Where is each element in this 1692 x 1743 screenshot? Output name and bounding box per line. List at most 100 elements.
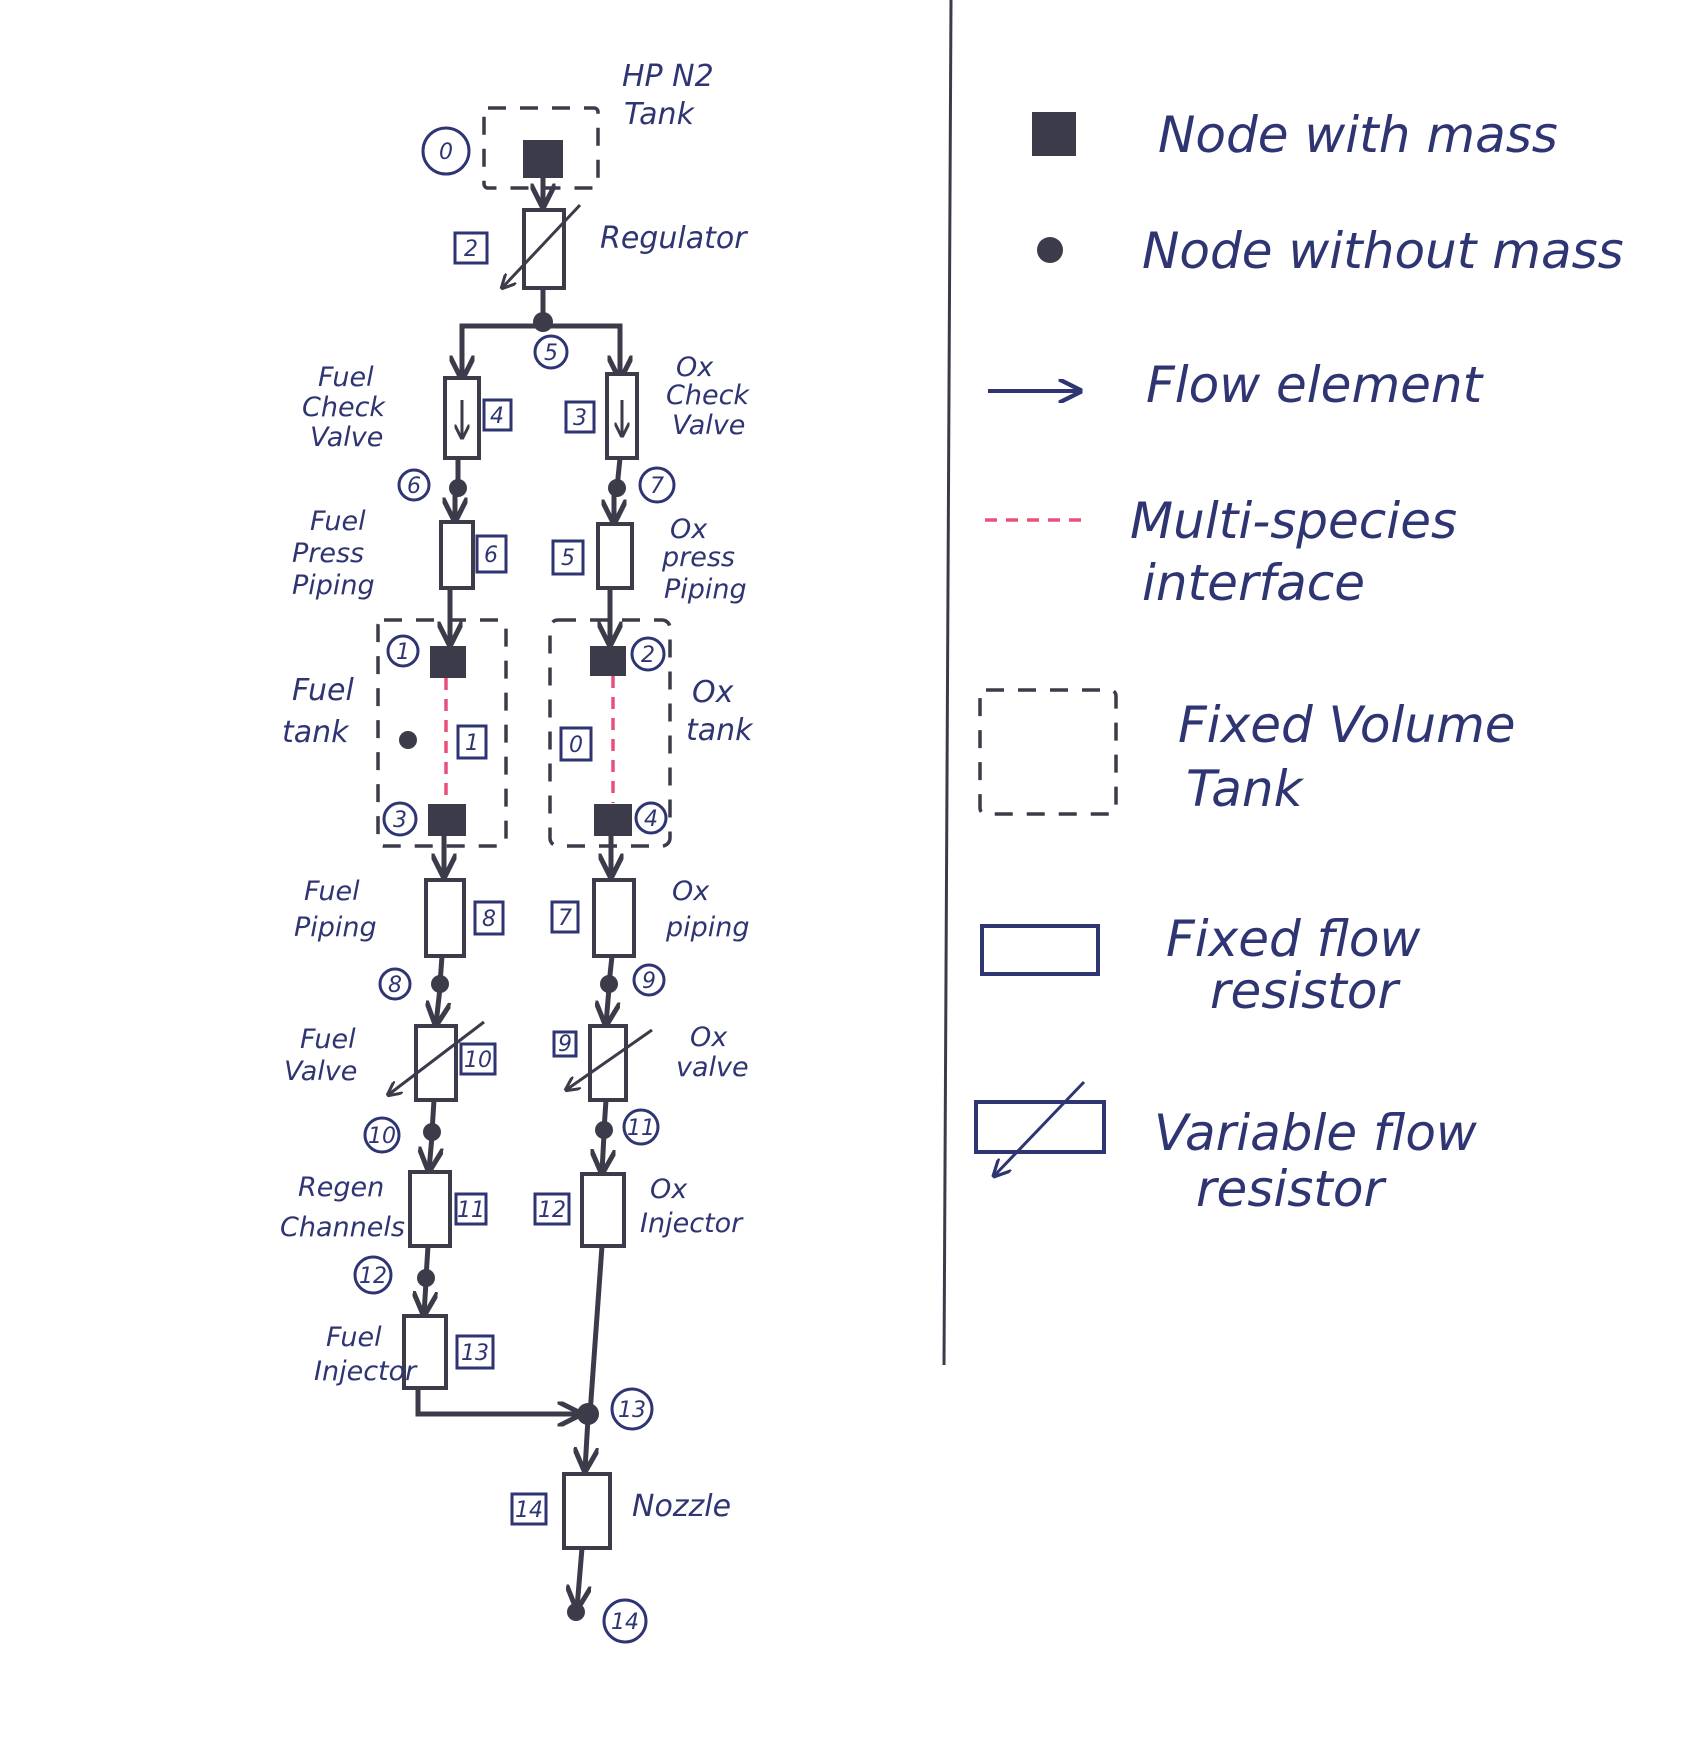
node-10-number: 10	[368, 1124, 396, 1149]
fuel-piping-label-1: Fuel	[304, 876, 360, 907]
element-10-number: 10	[464, 1048, 492, 1073]
node-1-number: 1	[396, 640, 410, 665]
ox-check-label-3: Valve	[672, 410, 745, 441]
node-9-number: 9	[642, 969, 656, 994]
hp-n2-tank-label: HP N2	[622, 59, 714, 94]
regulator-diagonal	[502, 203, 582, 288]
fuel-check-label-1: Fuel	[318, 362, 374, 393]
pipe-12-fi	[424, 1281, 426, 1314]
fuel-injector-label-1: Fuel	[326, 1322, 382, 1353]
ox-piping	[592, 878, 636, 958]
regen-channels	[408, 1170, 452, 1248]
node-12-massless	[417, 1269, 435, 1287]
node-1-circle	[386, 634, 420, 668]
legend-node-mass-symbol	[1032, 112, 1076, 156]
node-14-circle	[602, 1598, 648, 1644]
node-11-circle	[622, 1108, 660, 1146]
element-1-number: 1	[465, 731, 479, 756]
node-0-number: 0	[439, 140, 453, 165]
node-10-massless	[423, 1123, 441, 1141]
pipe-10-regen	[429, 1135, 432, 1170]
pipe-oi-13	[587, 1245, 605, 1415]
ox-press-piping	[596, 522, 634, 590]
fuel-valve-label-1: Fuel	[300, 1024, 356, 1055]
fuel-press-piping	[439, 520, 475, 590]
element-2-number: 2	[464, 237, 478, 262]
fuel-valve-label-2: Valve	[284, 1056, 357, 1087]
fuel-press-label-3: Piping	[292, 570, 375, 601]
node-3-mass	[428, 804, 466, 836]
fuel-check-label-2: Check	[302, 392, 386, 423]
node-7-circle	[638, 466, 676, 504]
fuel-injector	[402, 1314, 448, 1390]
legend-variable-flow-text-2: resistor	[1196, 1160, 1388, 1218]
element-7-box	[550, 900, 580, 934]
fuel-tank-label-2: tank	[282, 715, 350, 750]
node-5-circle	[533, 334, 569, 370]
legend-fixed-volume-text-2: Tank	[1186, 760, 1305, 818]
legend-fixed-volume-symbol	[978, 688, 1118, 816]
element-8-box	[473, 900, 505, 936]
element-5-number: 5	[561, 546, 575, 571]
hp-n2-tank-label-2: Tank	[624, 97, 696, 132]
node-2-mass	[590, 646, 626, 676]
ox-valve-label-1: Ox	[690, 1022, 728, 1053]
element-3-number: 3	[573, 406, 587, 431]
element-12-box	[533, 1192, 571, 1226]
pipe-13-nozzle	[585, 1417, 588, 1470]
element-5-box	[551, 539, 585, 576]
element-11-number: 11	[457, 1198, 485, 1223]
node-4-circle	[634, 801, 668, 835]
ox-injector-label-2: Injector	[640, 1208, 744, 1239]
legend-multi-species-text-1: Multi-species	[1130, 492, 1457, 550]
pipe-split	[459, 323, 623, 372]
legend-variable-flow-diagonal	[994, 1080, 1086, 1176]
ox-valve-label-2: valve	[676, 1052, 749, 1083]
fuel-press-label-1: Fuel	[310, 506, 366, 537]
node-4-mass	[594, 804, 632, 836]
node-6-massless	[449, 479, 467, 497]
fuel-valve-diagonal	[388, 1020, 485, 1095]
element-3-box	[564, 400, 596, 434]
fuel-piping-label-2: Piping	[294, 912, 377, 943]
element-9-number: 9	[558, 1032, 572, 1057]
node-0-circle	[421, 126, 471, 176]
element-6-number: 6	[484, 543, 498, 568]
ox-press-label-2: press	[661, 542, 735, 573]
pipe-fi-13	[415, 1388, 580, 1414]
fuel-press-label-2: Press	[292, 538, 364, 569]
node-6-number: 6	[407, 474, 421, 499]
node-5-number: 5	[544, 341, 558, 366]
legend-flow-element-text: Flow element	[1146, 356, 1485, 414]
fuel-check-label-3: Valve	[310, 422, 383, 453]
pipe-8-fv	[436, 987, 440, 1024]
regulator-label: Regulator	[600, 221, 748, 256]
ox-valve-diagonal	[566, 1028, 653, 1090]
ox-injector-label-1: Ox	[650, 1174, 688, 1205]
node-2-circle	[630, 636, 666, 672]
node-7-number: 7	[650, 474, 664, 499]
node-3-number: 3	[393, 808, 407, 833]
legend-multi-species-text-2: interface	[1142, 554, 1365, 612]
node-8-massless	[431, 975, 449, 993]
legend-node-no-mass-text: Node without mass	[1142, 222, 1624, 280]
legend-fixed-flow-symbol	[980, 924, 1100, 976]
node-6-circle	[397, 468, 431, 502]
legend-node-mass-text: Node with mass	[1158, 106, 1558, 164]
regulator-resistor	[522, 208, 566, 290]
element-4-number: 4	[490, 404, 504, 429]
element-1-box	[456, 724, 488, 760]
nozzle	[562, 1472, 612, 1550]
element-11-box	[454, 1192, 488, 1226]
node-13-circle	[610, 1387, 654, 1431]
fuel-piping	[424, 878, 466, 958]
ox-press-label-1: Ox	[670, 514, 708, 545]
legend-fixed-volume-text-1: Fixed Volume	[1178, 696, 1516, 754]
node-14-number: 14	[611, 1610, 639, 1635]
node-9-massless	[600, 975, 618, 993]
ox-piping-label-2: piping	[665, 912, 750, 943]
node-10-circle	[363, 1116, 401, 1154]
node-0-mass	[523, 140, 563, 178]
ox-press-label-3: Piping	[664, 574, 747, 605]
